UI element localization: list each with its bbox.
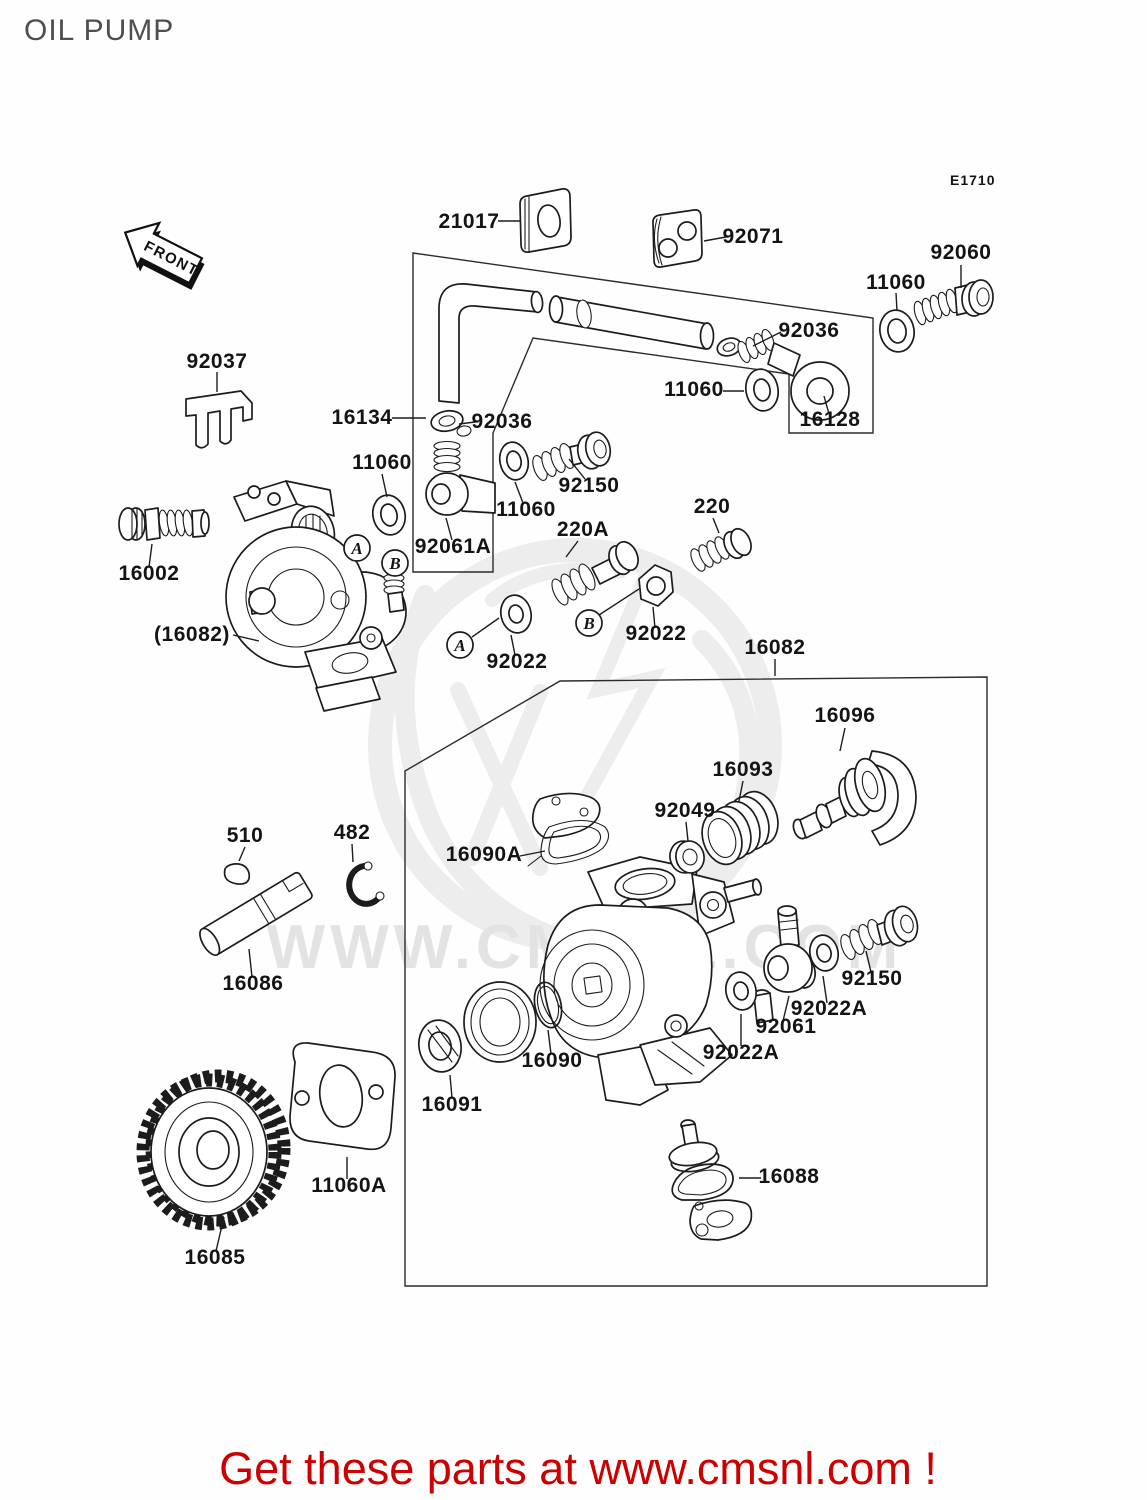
oil-pump-assembly-reference-box — [404, 676, 988, 1287]
part-92061-banjo — [763, 905, 816, 993]
part-16093-worm-gear — [701, 790, 779, 866]
part-label-92036-hose: 92036 — [472, 410, 533, 433]
part-16082-pump-assembly-upper — [225, 480, 407, 712]
part-label-16093: 16093 — [713, 758, 774, 781]
part-label-16086: 16086 — [223, 972, 284, 995]
part-220-bolt — [690, 527, 752, 572]
ref-letter-a-pump: A — [343, 534, 371, 562]
part-16086-shaft — [199, 871, 313, 957]
part-label-16128: 16128 — [800, 408, 861, 431]
part-label-92071: 92071 — [723, 225, 784, 248]
front-arrow-shape — [123, 221, 204, 285]
part-92150-bolt-lower — [840, 905, 919, 960]
part-11060A-gasket — [289, 1042, 396, 1151]
part-16090-oring — [533, 981, 563, 1029]
part-label-220A: 220A — [557, 518, 609, 541]
part-label-16091: 16091 — [422, 1093, 483, 1116]
part-label-16096: 16096 — [815, 704, 876, 727]
part-92150-bolt-upper — [532, 431, 612, 481]
footer-banner-text: Get these parts at www.cmsnl.com ! — [219, 1443, 937, 1494]
part-92071-grommet — [652, 209, 703, 268]
part-label-92049: 92049 — [655, 799, 716, 822]
part-label-510: 510 — [227, 824, 264, 847]
part-92036-oring-pipe — [716, 337, 742, 357]
leader-lines — [148, 220, 962, 1252]
part-11060-washer-top — [879, 309, 915, 353]
svg-text:B: B — [582, 614, 594, 633]
part-label-92037: 92037 — [187, 350, 248, 373]
part-label-92022-a: 92022 — [487, 650, 548, 673]
part-label-92150-lower: 92150 — [842, 967, 903, 990]
part-label-92022A-upper: 92022A — [791, 997, 868, 1020]
part-label-16090A: 16090A — [446, 843, 523, 866]
part-16134-hose — [438, 283, 544, 404]
part-label-16082: 16082 — [745, 636, 806, 659]
svg-text:A: A — [453, 636, 465, 655]
part-92049-seal — [669, 840, 705, 874]
part-oil-pump-body-lower — [539, 856, 774, 1106]
part-16090A-plate — [527, 792, 610, 867]
part-label-16085: 16085 — [185, 1246, 246, 1269]
part-92036-oring-hose — [430, 409, 472, 437]
part-16002-fitting — [118, 507, 210, 541]
part-16088-valve — [668, 1119, 753, 1241]
part-92022A-washer-upper — [808, 934, 840, 972]
ref-letter-b-pump: B — [381, 549, 409, 577]
part-92061A-fitting — [425, 440, 496, 516]
page-title: OIL PUMP — [24, 14, 174, 47]
part-92037-clamp — [185, 390, 253, 449]
hose-assembly-reference-box — [412, 252, 874, 573]
part-oil-pipe — [548, 295, 715, 350]
ref-letter-a-washer: A — [446, 631, 474, 659]
part-label-92060: 92060 — [931, 241, 992, 264]
part-92022A-washer-lower — [724, 971, 758, 1011]
part-label-92061: 92061 — [756, 1015, 817, 1038]
part-16085-gear — [136, 1069, 291, 1231]
ref-letter-b-washer: B — [575, 609, 603, 637]
svg-text:A: A — [350, 539, 362, 558]
part-label-16090: 16090 — [522, 1049, 583, 1072]
part-92022-washer-a — [499, 594, 533, 634]
part-16096-rotor — [792, 750, 917, 846]
part-220A-bolt — [551, 540, 639, 606]
front-arrow: FRONT — [123, 221, 205, 290]
part-label-11060A: 11060A — [311, 1174, 386, 1197]
diagram-code: E1710 — [950, 172, 995, 188]
part-label-16088: 16088 — [759, 1165, 820, 1188]
part-11060-washer-mid — [744, 368, 780, 412]
part-label-92036-pipe: 92036 — [779, 319, 840, 342]
part-label-92150-upper: 92150 — [559, 474, 620, 497]
part-21017-damper — [519, 188, 572, 253]
part-510-key — [223, 863, 251, 885]
part-label-11060-pump: 11060 — [352, 451, 412, 474]
part-16091-seal-cup — [417, 981, 537, 1073]
part-label-16002: 16002 — [119, 562, 180, 585]
part-482-circlip — [346, 861, 385, 907]
part-label-92061A: 92061A — [415, 535, 492, 558]
part-label-92022A-lower: 92022A — [703, 1041, 780, 1064]
part-11060-washer-bolt — [498, 441, 530, 481]
part-label-220: 220 — [694, 495, 731, 518]
part-label-16082-ref: (16082) — [154, 623, 230, 646]
part-label-92022-b: 92022 — [626, 622, 687, 645]
part-label-11060-bolt: 11060 — [496, 498, 556, 521]
svg-text:B: B — [388, 554, 400, 573]
part-92022-washer-b — [638, 564, 674, 607]
part-label-16134: 16134 — [332, 406, 393, 429]
part-label-482: 482 — [334, 821, 371, 844]
part-92060-bolt — [913, 279, 994, 326]
part-label-11060-top: 11060 — [866, 271, 926, 294]
part-label-11060-mid: 11060 — [664, 378, 724, 401]
part-label-21017: 21017 — [439, 210, 500, 233]
part-16128-banjo — [737, 328, 850, 421]
